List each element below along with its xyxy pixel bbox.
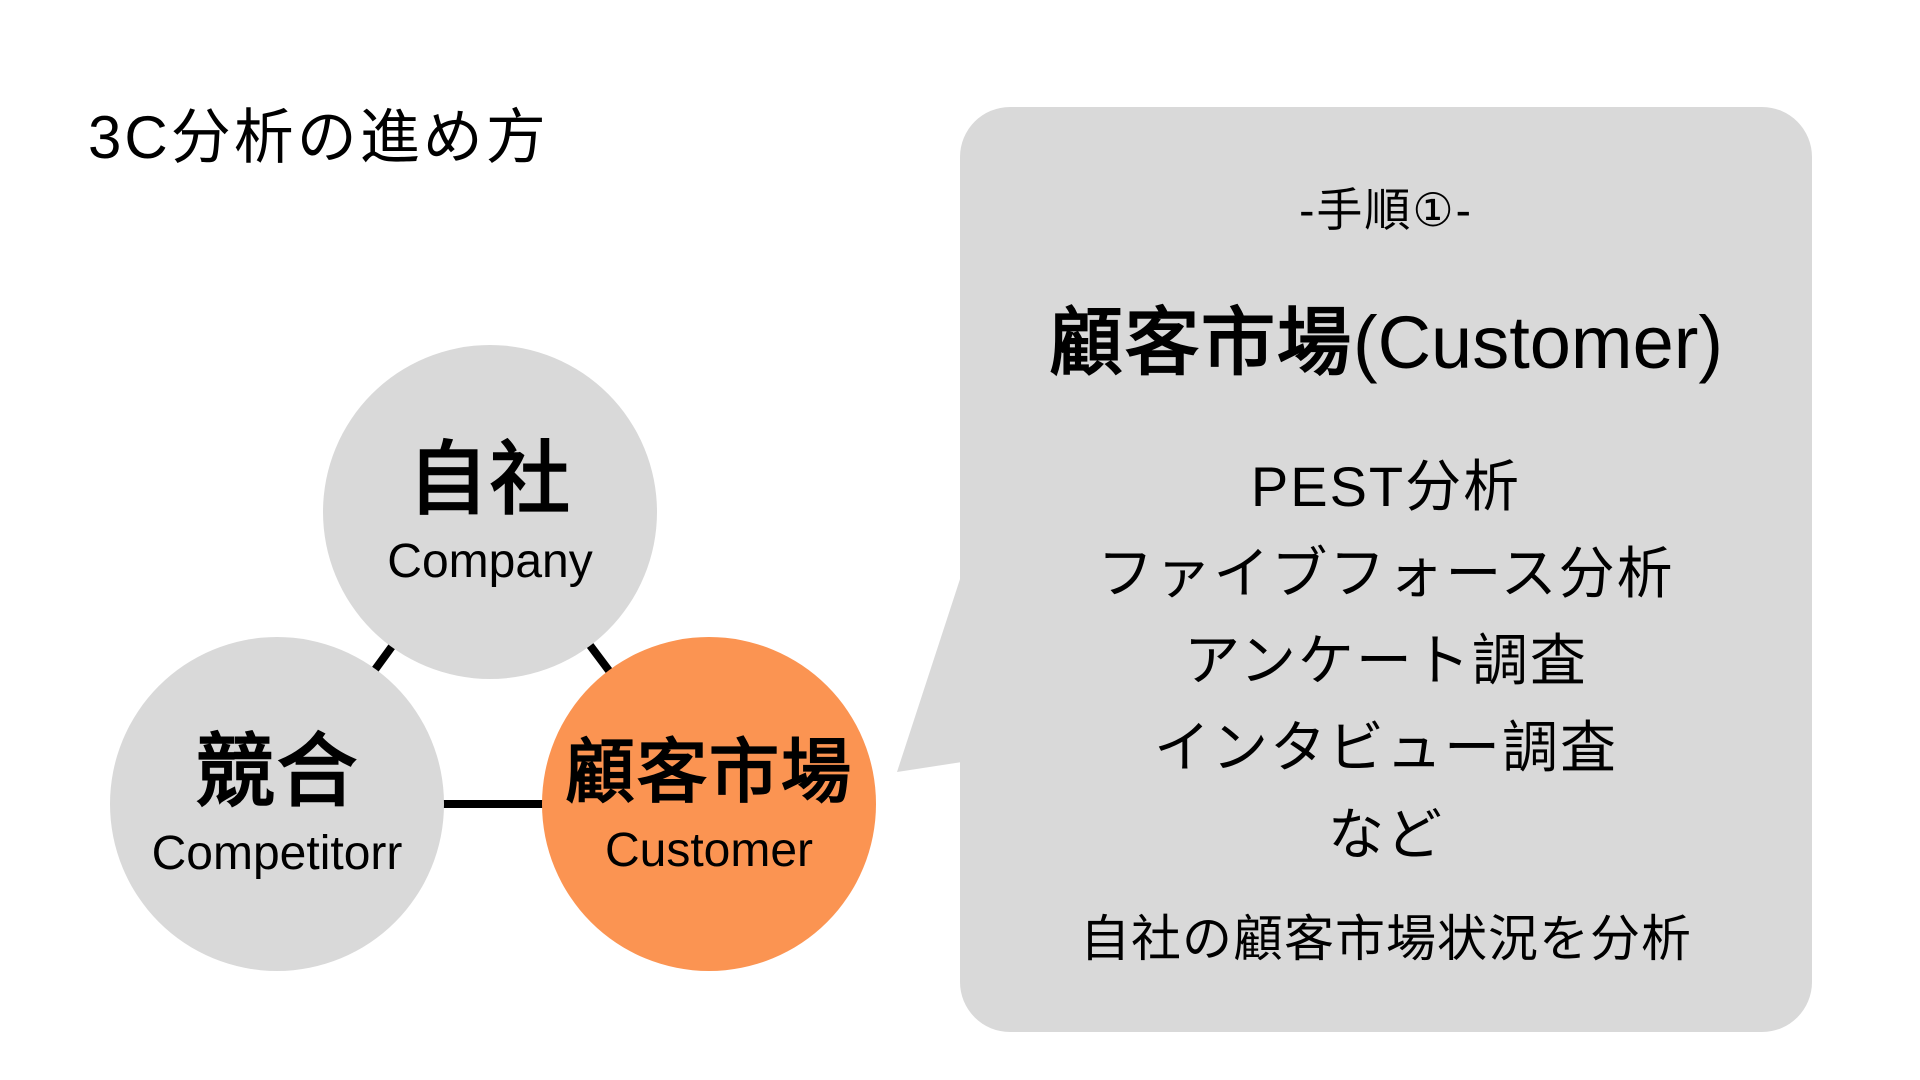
circle-competitor-label-jp: 競合 — [195, 727, 359, 816]
circle-company: 自社 Company — [323, 345, 657, 679]
circle-customer-label-jp: 顧客市場 — [565, 733, 853, 811]
callout-tail — [897, 573, 962, 772]
circle-company-label-en: Company — [387, 535, 593, 588]
callout-heading-en: (Customer) — [1352, 301, 1724, 384]
method-item-etc: など — [1328, 803, 1444, 866]
callout-step-label: -手順①- — [1299, 184, 1473, 236]
circle-competitor-label-en: Competitorr — [151, 827, 403, 880]
method-item-survey: アンケート調査 — [1184, 629, 1588, 692]
callout-heading-jp: 顧客市場 — [1048, 301, 1353, 384]
callout-method-list: PEST分析 ファイブフォース分析 アンケート調査 インタビュー調査 など — [960, 443, 1812, 878]
circle-customer-highlighted: 顧客市場 Customer — [542, 637, 876, 971]
method-item-interview: インタビュー調査 — [1154, 716, 1618, 779]
method-item-fiveforce: ファイブフォース分析 — [1097, 542, 1675, 605]
method-item-pest: PEST分析 — [1250, 455, 1522, 518]
circle-company-label-jp: 自社 — [408, 435, 572, 524]
callout-heading: 顧客市場(Customer) — [960, 303, 1812, 383]
page-title: 3C分析の進め方 — [88, 104, 549, 171]
callout-bubble: -手順①- 顧客市場(Customer) PEST分析 ファイブフォース分析 ア… — [960, 107, 1812, 1032]
circle-customer-label-en: Customer — [604, 824, 814, 877]
callout-tail-shape — [897, 573, 962, 772]
callout-footer-note: 自社の顧客市場状況を分析 — [1080, 911, 1692, 967]
circle-competitor: 競合 Competitorr — [110, 637, 444, 971]
